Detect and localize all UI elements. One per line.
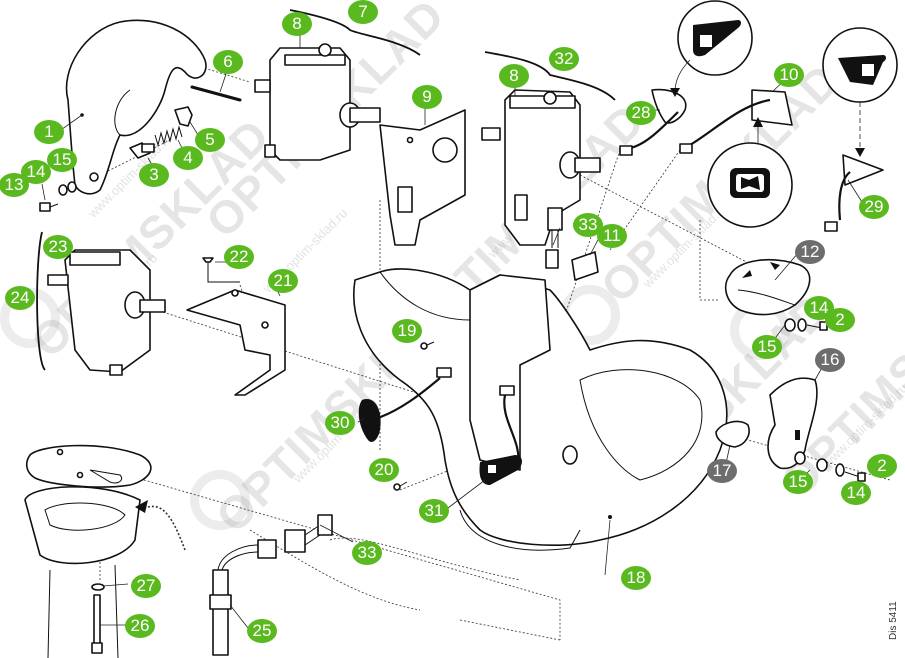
detail-circle-horn — [707, 117, 793, 228]
part-13-14-15-screw-washers — [39, 181, 77, 212]
callout-9: 9 — [412, 85, 442, 109]
part-5-bracket — [174, 106, 193, 127]
part-17-knob — [715, 420, 750, 448]
callout-15: 15 — [783, 470, 813, 494]
part-base-housing — [24, 486, 141, 658]
part-21-bracket — [186, 289, 286, 396]
callout-6: 6 — [213, 50, 243, 74]
part-8-potentiometer-left — [254, 43, 381, 161]
part-20-screw — [393, 481, 408, 491]
callout-26: 26 — [125, 614, 155, 638]
part-3-plunger — [129, 142, 155, 159]
part-29-switch — [824, 154, 884, 232]
part-27-washer — [91, 583, 105, 591]
callout-19: 19 — [392, 319, 422, 343]
callout-29: 29 — [859, 195, 889, 219]
detail-circle-lift-up — [670, 0, 753, 97]
callout-14: 14 — [841, 481, 871, 505]
callout-21: 21 — [268, 269, 298, 293]
callout-15: 15 — [752, 335, 782, 359]
callout-14: 14 — [804, 296, 834, 320]
part-31-decal-center — [479, 385, 522, 485]
bracket-32 — [484, 51, 616, 101]
bracket-24 — [36, 231, 46, 371]
part-33-connector-top — [545, 207, 563, 269]
part-26-bolt — [91, 594, 103, 654]
callout-1: 1 — [34, 120, 64, 144]
part-12-cover — [724, 259, 828, 332]
part-6-pin — [190, 85, 242, 102]
detail-circle-lower-down — [822, 27, 898, 157]
callout-16: 16 — [815, 348, 845, 372]
callout-17: 17 — [707, 459, 737, 483]
part-25-sensor — [209, 539, 277, 656]
callout-4: 4 — [173, 146, 203, 170]
part-30-decal-left — [358, 367, 452, 442]
callout-24: 24 — [5, 286, 35, 310]
part-base-plate — [25, 444, 152, 488]
callout-11: 11 — [597, 224, 627, 248]
callout-7: 7 — [348, 0, 378, 24]
callout-28: 28 — [626, 101, 656, 125]
part-14-15-2-lever-fasteners — [816, 458, 866, 482]
callout-8: 8 — [499, 64, 529, 88]
part-8-potentiometer-center — [481, 89, 601, 246]
callout-23: 23 — [43, 235, 73, 259]
part-18-main-housing — [353, 268, 728, 551]
callout-8: 8 — [282, 12, 312, 36]
part-19-screw — [420, 341, 435, 350]
part-16-lever — [767, 377, 818, 470]
insertion-arrow-head — [135, 500, 148, 513]
callout-27: 27 — [131, 574, 161, 598]
part-1-handle-cover — [65, 19, 207, 195]
callout-33: 33 — [352, 541, 382, 565]
part-10-switch — [679, 89, 793, 154]
part-23-potentiometer-lower — [47, 249, 166, 376]
drawing-reference: Dis 5411 — [888, 601, 899, 640]
callout-30: 30 — [325, 411, 355, 435]
callout-5: 5 — [195, 128, 225, 152]
callout-3: 3 — [139, 163, 169, 187]
part-22-screw — [202, 257, 240, 283]
part-33-connector-lower — [284, 514, 333, 553]
callout-22: 22 — [224, 245, 254, 269]
callout-18: 18 — [621, 566, 651, 590]
insertion-arrow-path — [139, 505, 186, 551]
part-4-spring — [154, 125, 183, 147]
callout-25: 25 — [247, 619, 277, 643]
callout-20: 20 — [369, 458, 399, 482]
callout-14: 14 — [21, 160, 51, 184]
callout-33: 33 — [573, 213, 603, 237]
callout-10: 10 — [774, 63, 804, 87]
part-28-switch — [619, 88, 687, 156]
callout-2: 2 — [867, 454, 897, 478]
callout-31: 31 — [419, 499, 449, 523]
part-9-mounting-plate — [379, 109, 466, 246]
part-11-chip — [571, 251, 599, 281]
callout-12: 12 — [795, 240, 825, 264]
callout-15: 15 — [47, 148, 77, 172]
callout-32: 32 — [549, 47, 579, 71]
